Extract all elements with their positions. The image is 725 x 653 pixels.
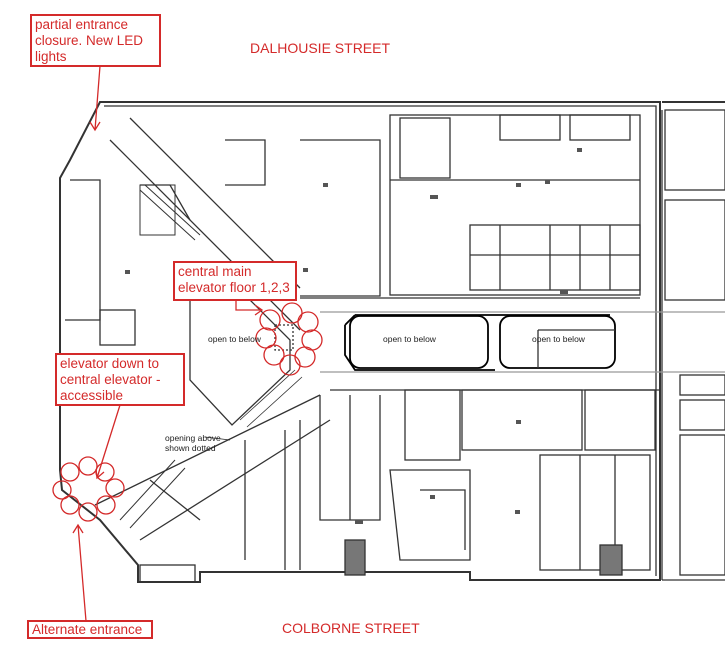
street-label-north: DALHOUSIE STREET	[250, 40, 391, 56]
street-label-south: COLBORNE STREET	[282, 620, 420, 636]
room-tags	[125, 148, 582, 524]
open-to-below-label: open to below	[532, 334, 585, 344]
annotation-central-elevator: central main elevator floor 1,2,3	[173, 261, 297, 301]
open-to-below-label: open to below	[383, 334, 436, 344]
annotation-elevator-down: elevator down to central elevator - acce…	[55, 353, 185, 406]
elevator-cloud-west	[52, 456, 125, 522]
annotation-alternate-entrance: Alternate entrance	[27, 620, 153, 639]
opening-above-label-2: shown dotted	[165, 443, 216, 453]
elevator-cloud-central	[255, 302, 323, 376]
open-to-below-label: open to below	[208, 334, 261, 344]
annotation-marks	[52, 65, 323, 622]
building-walls	[59, 101, 725, 583]
opening-above-label: opening above	[165, 433, 221, 443]
annotation-partial-entrance: partial entrance closure. New LED lights	[30, 14, 161, 67]
